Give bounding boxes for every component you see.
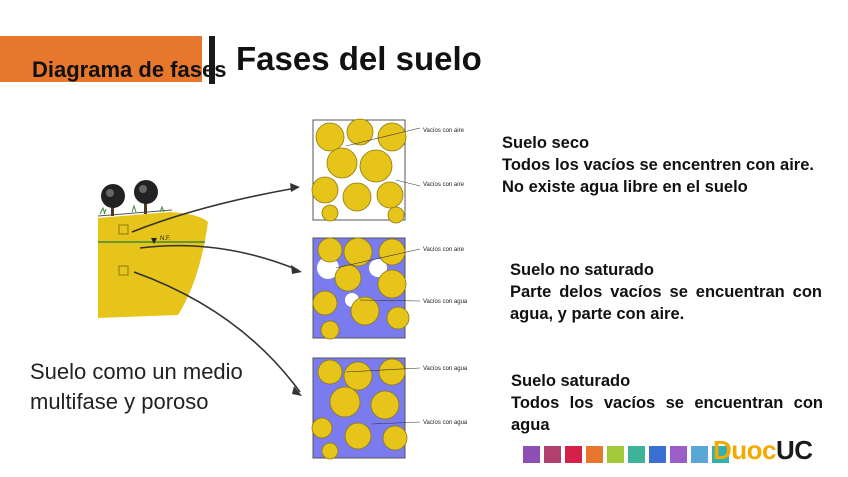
brand-color-square <box>544 446 561 463</box>
water-table-label: N.F. <box>160 236 171 242</box>
brand-color-square <box>670 446 687 463</box>
phase-body: Todos los vacíos se encuentran con agua <box>511 394 823 434</box>
page-title: Fases del suelo <box>236 40 482 77</box>
brand-color-square <box>628 446 645 463</box>
brand-color-square <box>586 446 603 463</box>
phase-description-saturated: Suelo saturado Todos los vacíos se encue… <box>511 370 823 436</box>
title-divider <box>209 36 215 84</box>
void-label: Vacíos con aire <box>423 247 465 253</box>
brand-color-square <box>649 446 666 463</box>
brand-color-square <box>712 446 729 463</box>
phase-body: Todos los vacíos se encentren con aire. … <box>502 156 814 196</box>
section-label: Diagrama de fases <box>32 57 227 82</box>
dry-soil-sample: Vacíos con aire Vacíos con aire <box>311 118 465 224</box>
brand-color-square <box>691 446 708 463</box>
saturated-soil-sample: Vacíos con agua Vacíos con agua <box>311 357 468 460</box>
phase-heading: Suelo saturado <box>511 372 631 390</box>
void-label: Vacíos con agua <box>423 420 468 426</box>
phase-heading: Suelo no saturado <box>510 261 654 279</box>
brand-color-strip <box>523 446 729 463</box>
brand-color-square <box>523 446 540 463</box>
brand-color-square <box>607 446 624 463</box>
phase-arrows <box>131 187 301 393</box>
void-label: Vacíos con aire <box>423 182 465 188</box>
phase-heading: Suelo seco <box>502 134 590 152</box>
caption-text: Suelo como un medio multifase y poroso <box>30 359 243 414</box>
phase-description-unsaturated: Suelo no saturado Parte delos vacíos se … <box>510 259 822 325</box>
partially-saturated-soil-sample: Vacíos con aire Vacíos con agua <box>312 237 468 340</box>
duocuc-logo: DuocUC <box>713 435 813 465</box>
void-label: Vacíos con aire <box>423 128 465 134</box>
section-label-bar <box>0 36 202 82</box>
phase-description-dry: Suelo seco Todos los vacíos se encentren… <box>502 132 814 198</box>
void-label: Vacíos con agua <box>423 299 468 305</box>
brand-color-square <box>565 446 582 463</box>
void-label: Vacíos con agua <box>423 366 468 372</box>
phase-body: Parte delos vacíos se encuentran con agu… <box>510 283 822 323</box>
